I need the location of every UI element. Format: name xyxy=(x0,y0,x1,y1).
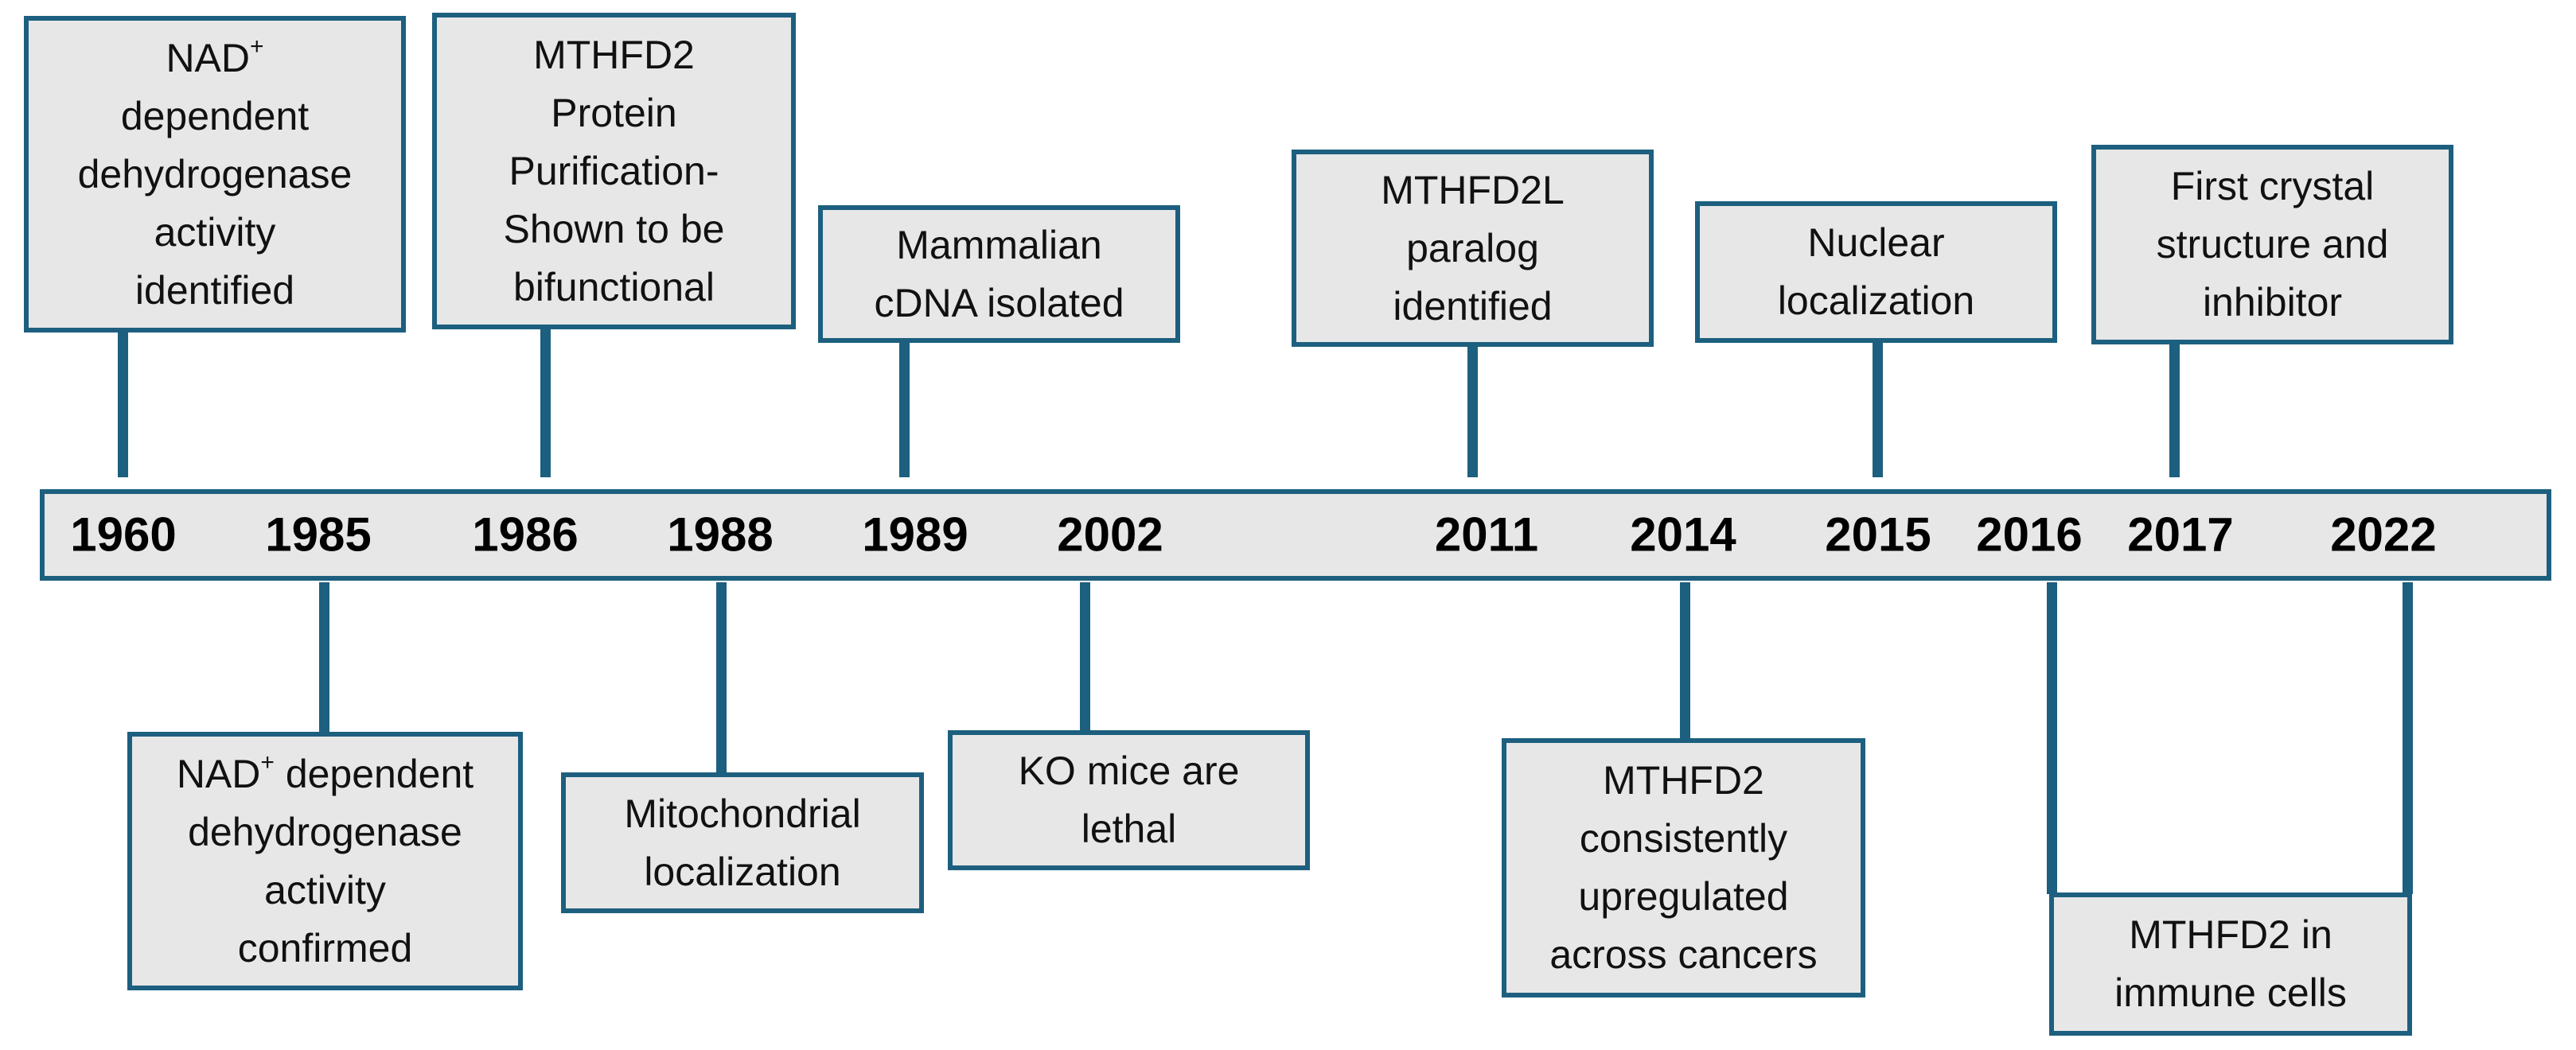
year-label-2002: 2002 xyxy=(1057,508,1163,562)
year-label-2017: 2017 xyxy=(2127,508,2234,562)
year-label-1988: 1988 xyxy=(667,508,774,562)
year-label-1985: 1985 xyxy=(265,508,372,562)
connector-line-2015 xyxy=(1873,341,1883,477)
connector-line-2022 xyxy=(2047,582,2057,894)
connector-line-2014 xyxy=(1680,582,1690,740)
connector-line-1985 xyxy=(319,582,329,733)
connector-line-1989 xyxy=(899,341,910,477)
year-label-2015: 2015 xyxy=(1825,508,1931,562)
year-label-1960: 1960 xyxy=(70,508,177,562)
connector-line-2011 xyxy=(1467,345,1478,477)
year-label-2014: 2014 xyxy=(1630,508,1736,562)
year-label-1986: 1986 xyxy=(472,508,579,562)
connector-line-1988 xyxy=(716,582,727,774)
year-label-2016: 2016 xyxy=(1976,508,2083,562)
timeline-bar xyxy=(40,489,2551,581)
connector-line-1960 xyxy=(118,328,128,477)
year-label-2022: 2022 xyxy=(2330,508,2437,562)
connector-line-2017 xyxy=(2169,343,2180,477)
connector-line-2002 xyxy=(1080,582,1090,732)
connector-line-1986 xyxy=(540,328,551,477)
year-label-1989: 1989 xyxy=(862,508,968,562)
connector-line-2022-b xyxy=(2403,582,2413,894)
year-label-2011: 2011 xyxy=(1434,508,1539,562)
